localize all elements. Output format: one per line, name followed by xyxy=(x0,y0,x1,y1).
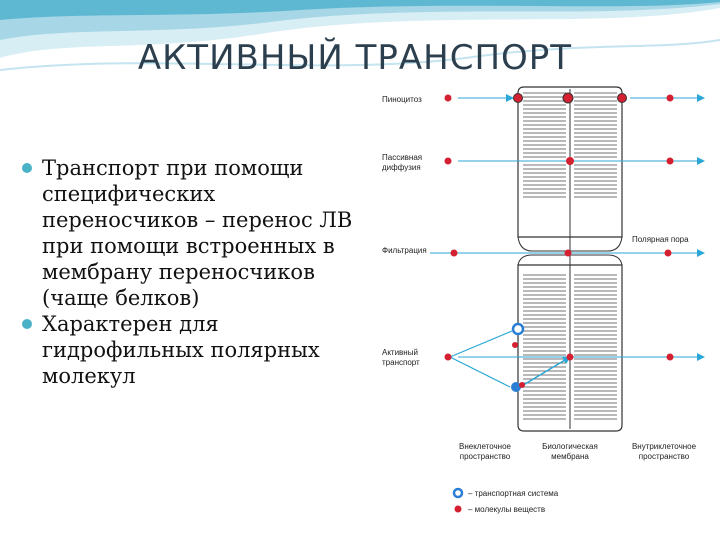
molecule-icon xyxy=(512,342,518,348)
carrier-icon xyxy=(511,322,525,336)
bullet-dot-icon xyxy=(22,163,32,173)
filtration-row xyxy=(430,249,705,257)
molecule-icon xyxy=(666,94,674,102)
legend-molecule-icon xyxy=(454,505,462,513)
passive-diffusion-row xyxy=(444,157,705,165)
legend-transport-system: – транспортная система xyxy=(468,489,559,498)
label-intracellular-2: пространство xyxy=(639,452,690,461)
header-wave-decoration xyxy=(0,0,720,71)
bullet-text: Транспорт при помощи специфических перен… xyxy=(42,156,353,310)
molecule-icon xyxy=(664,249,672,257)
label-membrane-2: мембрана xyxy=(551,452,589,461)
molecule-icon xyxy=(566,157,574,165)
membrane-lipid-lines-lower xyxy=(523,274,617,420)
label-passive-diffusion-2: диффузия xyxy=(382,163,421,172)
molecule-icon xyxy=(444,353,452,361)
label-pinocytosis: Пиноцитоз xyxy=(382,95,422,104)
bullet-list: Транспорт при помощи специфических перен… xyxy=(20,155,360,389)
membrane-transport-diagram: Пиноцитоз Пассивная диффузия Фильтрация … xyxy=(382,86,705,514)
molecule-icon xyxy=(444,157,452,165)
legend-carrier-icon xyxy=(452,487,464,499)
label-extracellular-1: Внеклеточное xyxy=(459,442,512,451)
molecule-icon xyxy=(562,92,574,104)
bullet-item: Характерен для гидрофильных полярных мол… xyxy=(20,311,360,389)
molecule-icon xyxy=(666,353,674,361)
label-filtration: Фильтрация xyxy=(382,246,427,255)
molecule-icon xyxy=(666,157,674,165)
bullet-dot-icon xyxy=(22,319,32,329)
molecule-icon xyxy=(513,93,523,103)
label-intracellular-1: Внутриклеточное xyxy=(632,442,697,451)
diagram-legend: – транспортная система – молекулы вещест… xyxy=(452,487,559,514)
molecule-icon xyxy=(566,353,574,361)
carrier-icon xyxy=(511,382,521,392)
slide-title: АКТИВНЫЙ ТРАНСПОРТ xyxy=(137,38,573,78)
molecule-icon xyxy=(617,93,627,103)
bullet-item: Транспорт при помощи специфических перен… xyxy=(20,155,360,311)
label-passive-diffusion-1: Пассивная xyxy=(382,153,422,162)
molecule-icon xyxy=(564,249,572,257)
label-membrane-1: Биологическая xyxy=(542,442,598,451)
label-active-transport-1: Активный xyxy=(382,348,418,357)
label-polar-pore: Полярная пора xyxy=(632,235,689,244)
molecule-icon xyxy=(444,94,452,102)
pinocytosis-row xyxy=(444,92,705,104)
label-active-transport-2: транспорт xyxy=(382,358,420,367)
legend-molecules: – молекулы веществ xyxy=(468,505,545,514)
bullet-text: Характерен для гидрофильных полярных мол… xyxy=(42,312,320,388)
molecule-icon xyxy=(519,382,525,388)
molecule-icon xyxy=(450,249,458,257)
active-transport-row xyxy=(444,322,705,392)
label-extracellular-2: пространство xyxy=(460,452,511,461)
